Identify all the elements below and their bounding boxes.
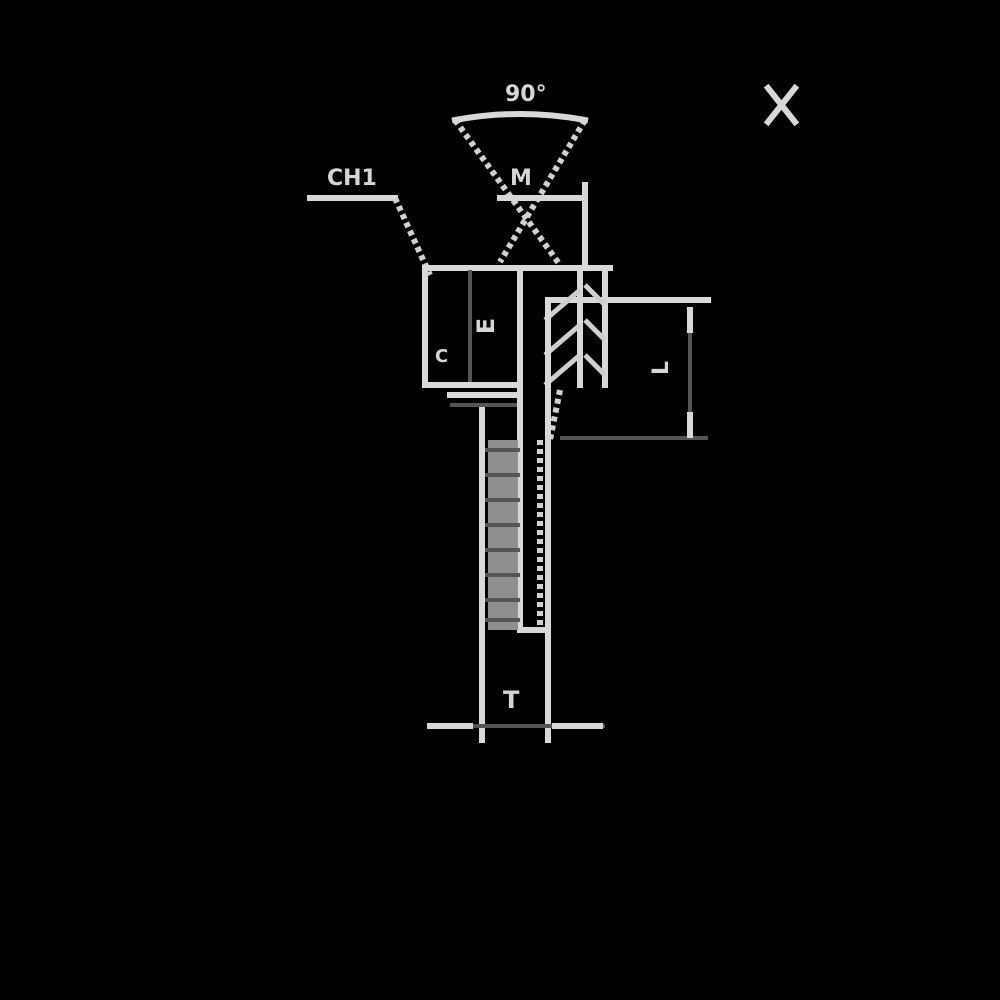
e-label: E: [472, 317, 501, 335]
ch1-label: CH1: [327, 166, 377, 191]
ferrule-ribs: [485, 440, 520, 630]
ch1-leader: [307, 195, 433, 277]
x-marker: [763, 83, 800, 127]
section-hatch: [543, 265, 711, 441]
l-label: L: [649, 360, 675, 376]
t-label: T: [503, 686, 520, 714]
angle-label: 90°: [505, 82, 547, 107]
l-dimension: [560, 307, 708, 440]
c-label: C: [435, 346, 449, 367]
m-dimension: [497, 182, 588, 265]
m-label: M: [510, 166, 532, 191]
angle-cone: [451, 111, 589, 267]
